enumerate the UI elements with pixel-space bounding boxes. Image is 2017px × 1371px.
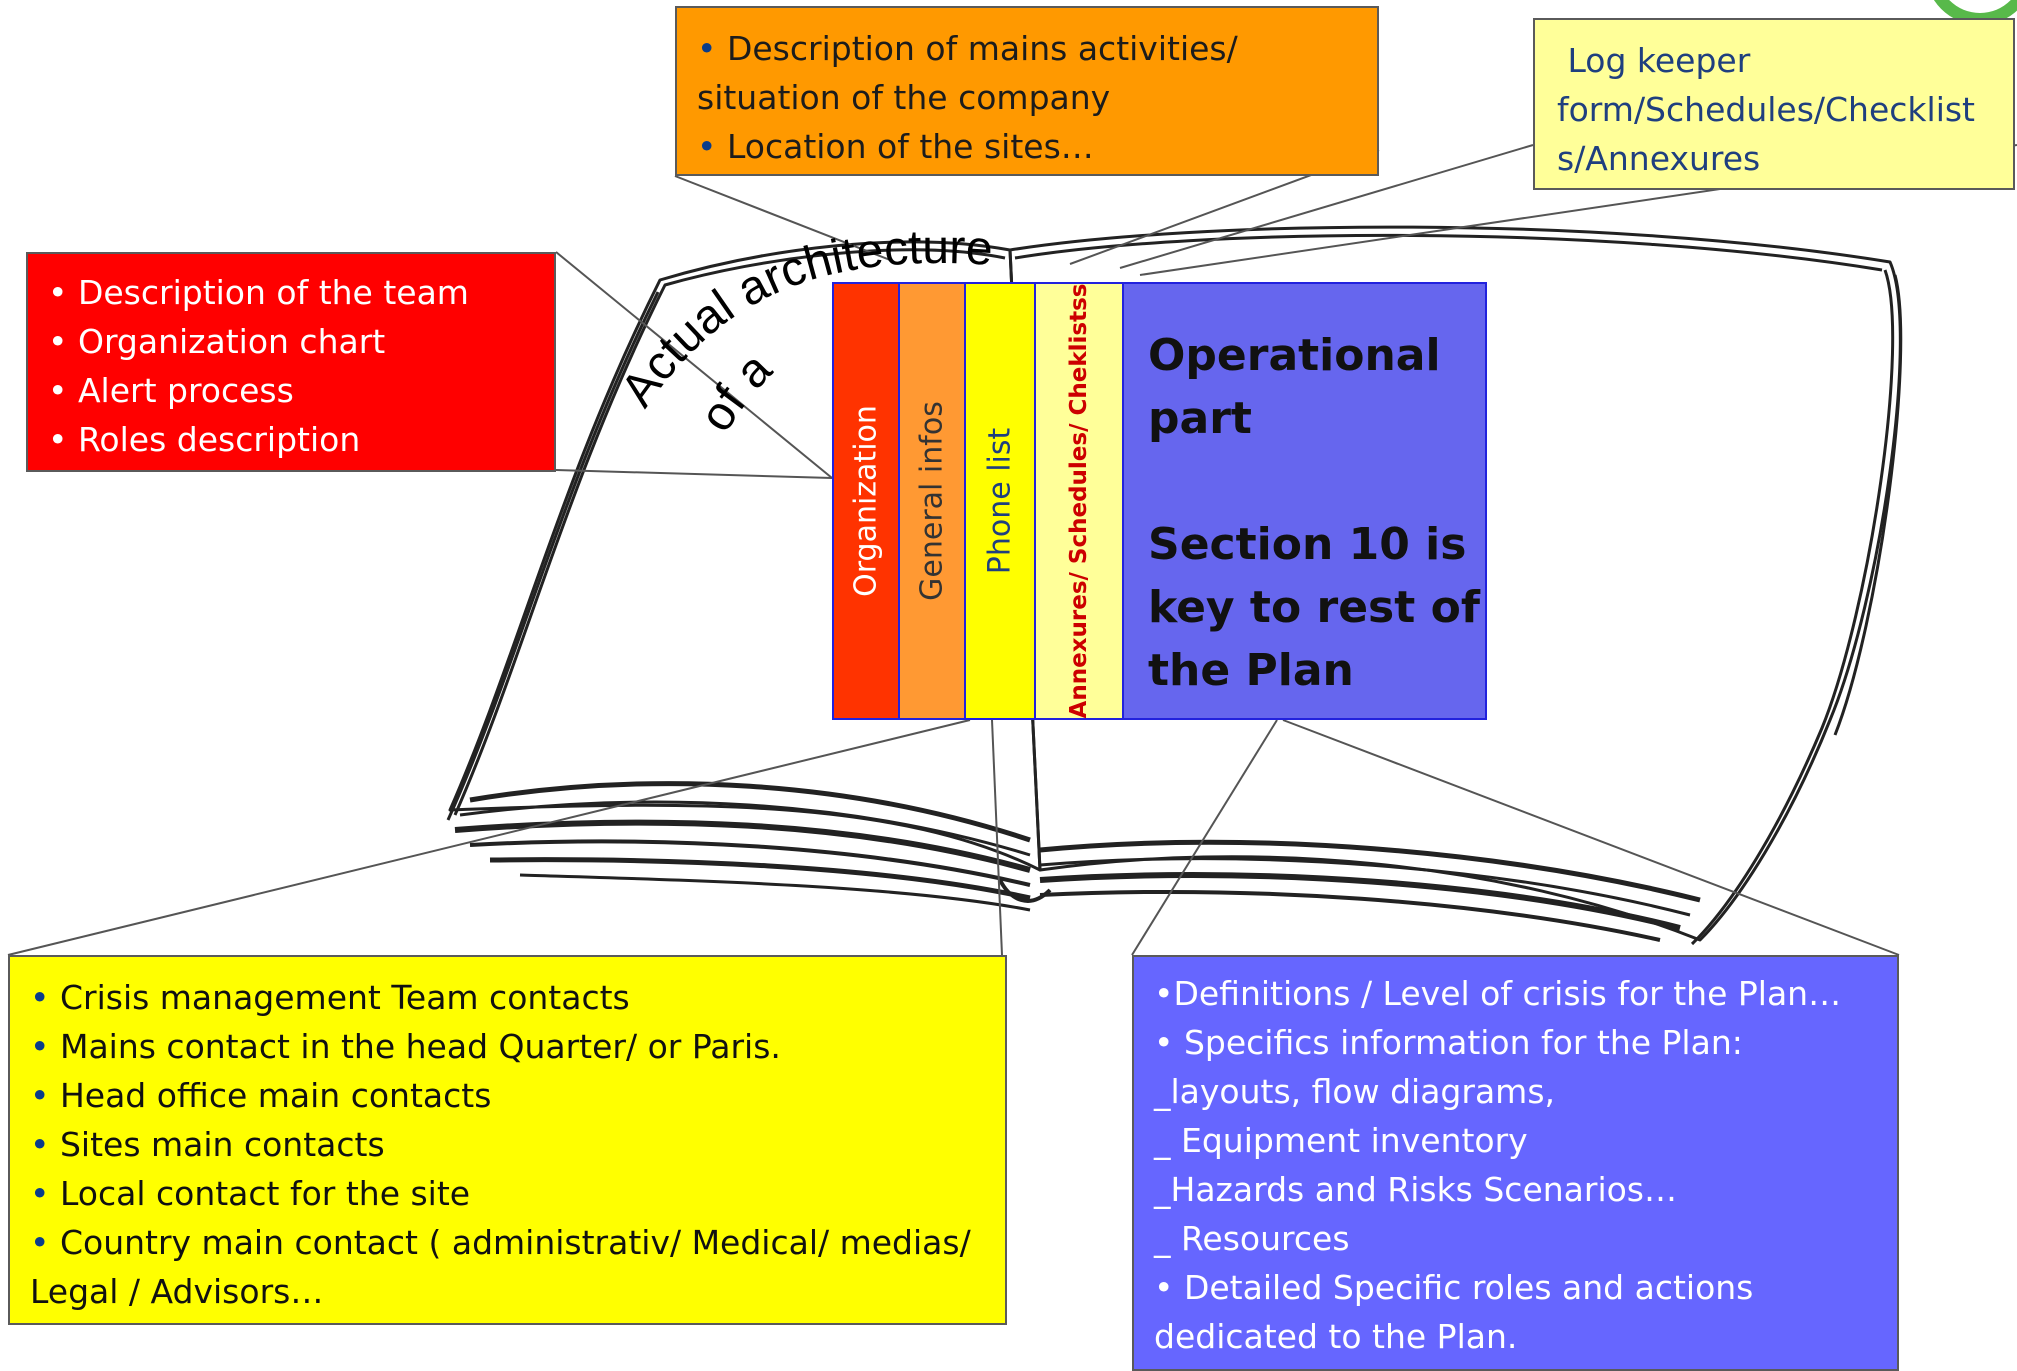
list-item: Organization chart <box>48 317 554 366</box>
operational-line <box>1148 450 1485 513</box>
list-item: Description of the team <box>48 268 554 317</box>
list-item: • Detailed Specific roles and actions <box>1154 1268 1754 1307</box>
list-item: Description of mains activities/ <box>697 24 1377 73</box>
list-item: _layouts, flow diagrams, <box>1154 1072 1555 1111</box>
list-item: _Hazards and Risks Scenarios… <box>1154 1170 1678 1209</box>
tab-annexures[interactable]: Annexures/ Schedules/ Cheklistss <box>1034 282 1124 720</box>
connector-log <box>1119 144 1534 269</box>
list-item: _ Equipment inventory <box>1154 1121 1528 1160</box>
list-item: Alert process <box>48 366 554 415</box>
title-line-2: of a <box>690 343 783 440</box>
operational-line: Section 10 is <box>1148 519 1467 570</box>
connector-ops <box>1131 719 1278 956</box>
tab-organization-label: Organization <box>848 405 884 597</box>
list-item: Country main contact ( administrativ/ Me… <box>30 1218 1005 1267</box>
tab-annexures-label: Annexures/ Schedules/ Cheklistss <box>1066 283 1092 719</box>
list-item: •Definitions / Level of crisis for the P… <box>1154 974 1842 1013</box>
operational-line: the Plan <box>1148 645 1354 696</box>
tab-general-infos-label: General infos <box>914 401 950 601</box>
list-item: Sites main contacts <box>30 1120 1005 1169</box>
list-item: dedicated to the Plan. <box>1154 1317 1518 1356</box>
tab-general-infos[interactable]: General infos <box>898 282 966 720</box>
tab-phone-list[interactable]: Phone list <box>964 282 1036 720</box>
connector-general <box>674 175 891 261</box>
list-item: _ Resources <box>1154 1219 1350 1258</box>
organization-callout: Description of the team Organization cha… <box>26 252 556 472</box>
connector-phone <box>7 719 971 956</box>
list-item: Crisis management Team contacts <box>30 973 1005 1022</box>
annexures-callout: Log keeper form/Schedules/Checklist s/An… <box>1533 18 2015 190</box>
list-item: situation of the company <box>697 78 1111 117</box>
tab-organization[interactable]: Organization <box>832 282 900 720</box>
operational-callout: •Definitions / Level of crisis for the P… <box>1132 955 1899 1371</box>
tab-phone-list-label: Phone list <box>982 427 1018 575</box>
list-item: Local contact for the site <box>30 1169 1005 1218</box>
log-line: s/Annexures <box>1557 139 1761 178</box>
phone-list-callout: Crisis management Team contacts Mains co… <box>8 955 1007 1325</box>
general-infos-callout: Description of mains activities/ situati… <box>675 6 1379 176</box>
list-item: Head office main contacts <box>30 1071 1005 1120</box>
list-item: Roles description <box>48 415 554 464</box>
connector-org <box>555 251 833 479</box>
list-item: Legal / Advisors… <box>30 1272 324 1311</box>
list-item: Location of the sites… <box>697 122 1377 171</box>
operational-line: key to rest of <box>1148 582 1480 633</box>
list-item: Mains contact in the head Quarter/ or Pa… <box>30 1022 1005 1071</box>
tab-operational-part[interactable]: Operational part Section 10 is key to re… <box>1122 282 1487 720</box>
list-item: • Specifics information for the Plan: <box>1154 1023 1743 1062</box>
log-line: form/Schedules/Checklist <box>1557 90 1975 129</box>
operational-line: Operational <box>1148 330 1441 381</box>
operational-line: part <box>1148 393 1252 444</box>
log-line: Log keeper <box>1557 41 1751 80</box>
svg-text:of a: of a <box>690 343 783 440</box>
